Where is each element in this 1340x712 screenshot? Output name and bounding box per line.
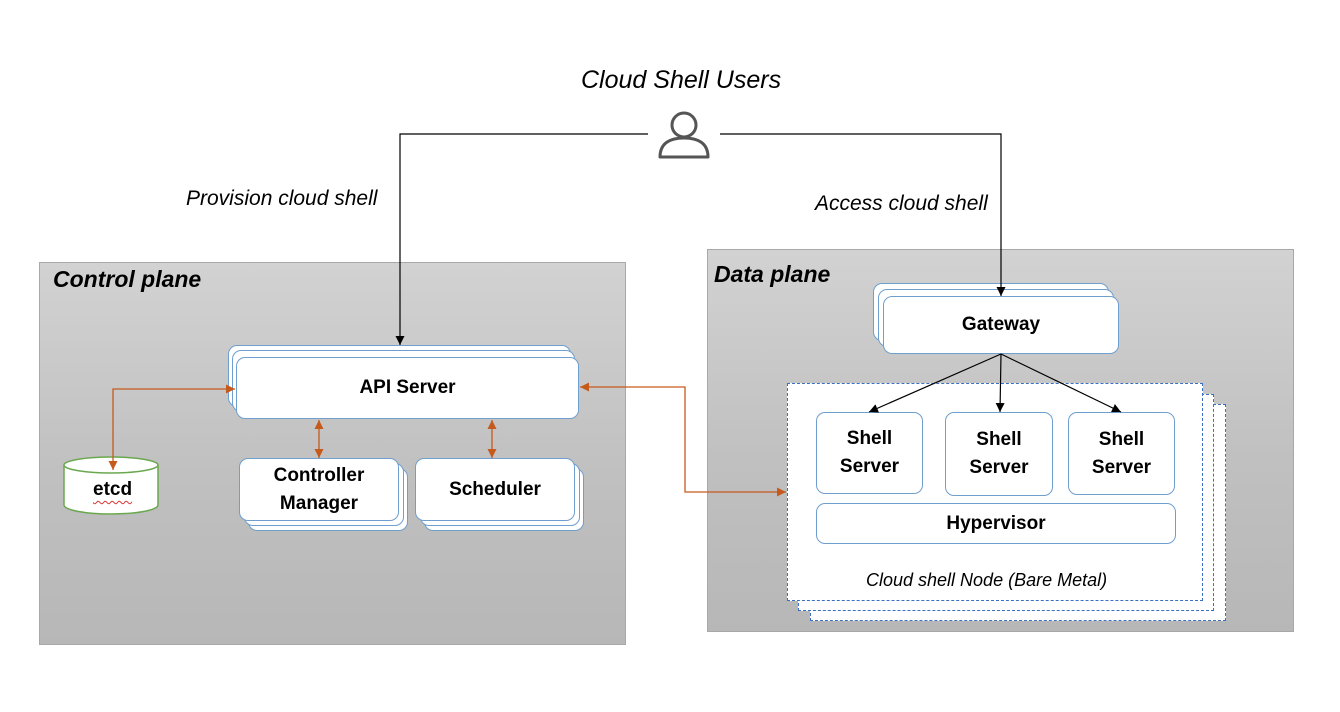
shell-server-2: Shell Server	[945, 412, 1053, 496]
provision-label: Provision cloud shell	[186, 187, 378, 210]
shell-server-2-line2: Server	[969, 457, 1029, 478]
etcd-label: etcd	[93, 479, 133, 500]
etcd-api-arrow	[108, 384, 235, 470]
shell-server-2-line1: Shell	[976, 429, 1022, 450]
hypervisor-label: Hypervisor	[946, 512, 1046, 534]
shell-server-1-line2: Server	[839, 456, 900, 477]
controller-manager-line2: Manager	[279, 492, 359, 514]
gateway-box: Gateway	[883, 296, 1119, 354]
shell-server-3: Shell Server	[1068, 412, 1175, 495]
gateway-to-shell-2	[995, 353, 1005, 413]
control-plane-title: Control plane	[53, 266, 202, 292]
api-server-label: API Server	[359, 377, 456, 398]
user-icon	[658, 111, 710, 159]
controller-manager-line1: Controller	[273, 464, 365, 486]
provision-arrow	[395, 133, 648, 345]
node-label: Cloud shell Node (Bare Metal)	[866, 570, 1108, 590]
access-arrow	[720, 133, 1006, 296]
scheduler-box: Scheduler	[415, 458, 575, 521]
shell-server-3-line2: Server	[1091, 456, 1152, 478]
access-label: Access cloud shell	[815, 192, 988, 215]
hypervisor-box: Hypervisor	[816, 503, 1176, 544]
shell-server-3-line1: Shell	[1098, 428, 1145, 450]
api-node-arrow	[580, 382, 786, 497]
scheduler-label: Scheduler	[449, 478, 541, 500]
api-server-box: API Server	[236, 357, 579, 419]
users-title: Cloud Shell Users	[581, 66, 782, 94]
data-plane-title: Data plane	[714, 261, 831, 287]
shell-server-1-line1: Shell	[846, 428, 893, 449]
gateway-to-shell-3	[1000, 353, 1122, 413]
controller-manager-box: Controller Manager	[239, 458, 399, 521]
shell-server-1: Shell Server	[816, 412, 923, 494]
gateway-label: Gateway	[961, 314, 1041, 335]
gateway-to-shell-1	[868, 353, 1002, 413]
